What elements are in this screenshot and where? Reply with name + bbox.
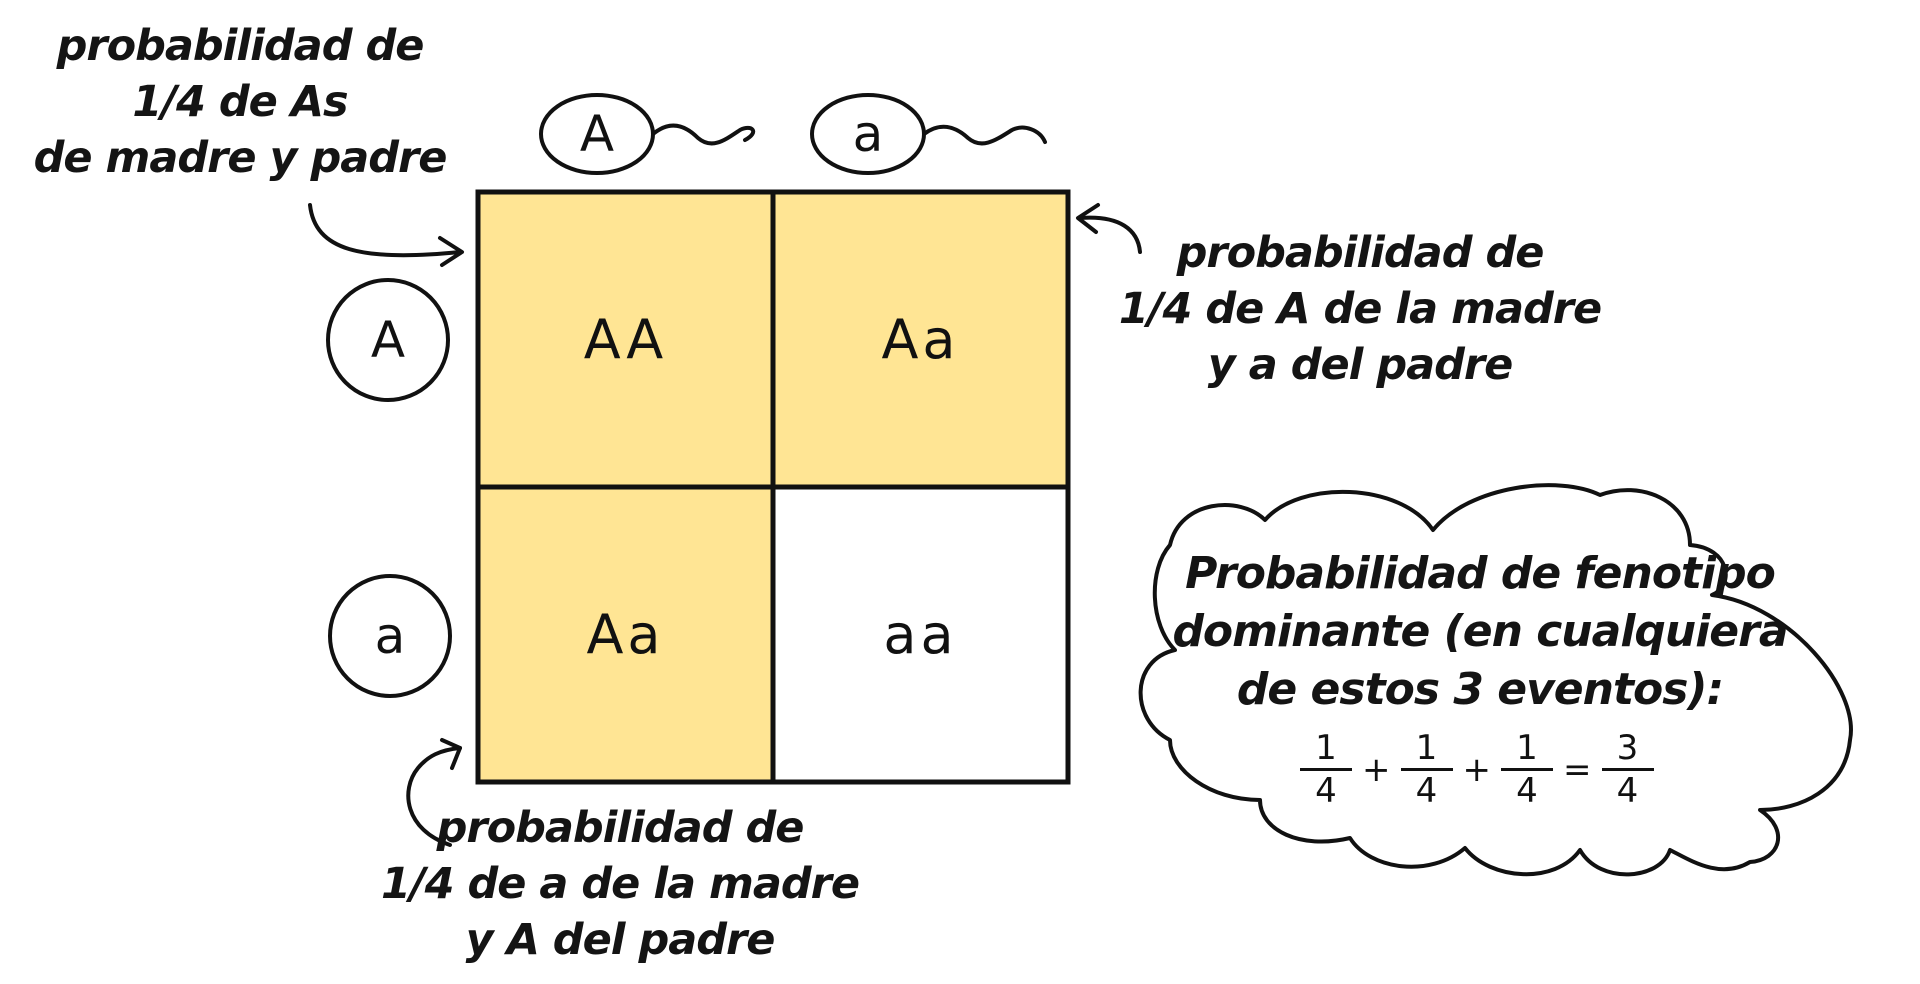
- punnett-cell-1-1: AA: [478, 192, 773, 487]
- annotation-bottom-left: probabilidad de 1/4 de a de la madre y A…: [370, 800, 870, 968]
- column-allele-1: A: [557, 94, 637, 174]
- sperm-tail-A-icon: [651, 123, 756, 146]
- probability-equation: 1 4 + 1 4 + 1 4 = 3 4: [1300, 730, 1654, 809]
- arrow-top-right-head-icon: [1076, 203, 1100, 234]
- denominator: 4: [1415, 771, 1438, 811]
- annotation-line: y A del padre: [465, 915, 776, 965]
- genotype-label: Aa: [881, 308, 960, 371]
- cell-bg-Aa-top: [773, 192, 1068, 487]
- cell-bg-Aa-bottom: [478, 487, 773, 782]
- row-allele-2: a: [350, 596, 430, 676]
- arrow-top-left-icon: [308, 203, 462, 258]
- annotation-line: probabilidad de: [1176, 228, 1545, 278]
- cell-bg-AA: [478, 192, 773, 487]
- fraction-bar: [1601, 768, 1654, 771]
- equals-sign: =: [1563, 749, 1592, 790]
- thought-cloud-shape: [1138, 483, 1853, 877]
- denominator: 4: [1315, 771, 1337, 811]
- fraction-bar: [1501, 768, 1553, 771]
- annotation-top-left: probabilidad de 1/4 de As de madre y pad…: [20, 18, 460, 186]
- cloud-line: Probabilidad de fenotipo: [1185, 548, 1776, 599]
- plus-sign: +: [1362, 749, 1391, 790]
- annotation-line: probabilidad de: [436, 803, 805, 853]
- cloud-line: de estos 3 eventos):: [1236, 664, 1724, 715]
- annotation-top-right: probabilidad de 1/4 de A de la madre y a…: [1110, 225, 1610, 393]
- numerator: 3: [1616, 728, 1639, 768]
- sperm-tail-a-icon: [922, 124, 1047, 146]
- arrow-top-left-head-icon: [438, 236, 464, 267]
- fraction-bar: [1400, 768, 1453, 771]
- egg-a-icon: [328, 574, 452, 698]
- genotype-label: AA: [583, 308, 668, 371]
- fraction-term-2: 1 4: [1400, 728, 1453, 811]
- genotype-label: aa: [883, 603, 958, 666]
- row-allele-1: A: [348, 300, 428, 380]
- annotation-line: probabilidad de: [56, 21, 425, 71]
- annotation-line: 1/4 de As: [132, 77, 348, 127]
- row-allele-1-label: A: [370, 311, 406, 369]
- row-allele-2-label: a: [374, 607, 406, 665]
- numerator: 1: [1516, 728, 1538, 768]
- denominator: 4: [1616, 771, 1639, 811]
- fraction-term-1: 1 4: [1300, 730, 1352, 809]
- arrow-bottom-left-head-icon: [440, 738, 462, 770]
- arrow-bottom-left-icon: [406, 746, 462, 847]
- fraction-result: 3 4: [1601, 728, 1654, 811]
- cloud-line: dominante (en cualquiera: [1172, 606, 1788, 657]
- numerator: 1: [1315, 728, 1337, 768]
- fraction-term-3: 1 4: [1501, 730, 1553, 809]
- column-allele-2-label: a: [852, 105, 884, 163]
- annotation-line: y a del padre: [1207, 340, 1514, 390]
- punnett-cell-1-2: Aa: [773, 192, 1068, 487]
- annotation-line: 1/4 de A de la madre: [1118, 284, 1602, 334]
- cell-bg-aa: [773, 487, 1068, 782]
- cloud-text: Probabilidad de fenotipo dominante (en c…: [1170, 545, 1790, 719]
- genotype-label: Aa: [586, 603, 665, 666]
- plus-sign: +: [1462, 749, 1492, 790]
- annotation-line: 1/4 de a de la madre: [380, 859, 860, 909]
- fraction-bar: [1300, 768, 1352, 771]
- column-allele-1-label: A: [579, 105, 615, 163]
- column-allele-2: a: [828, 94, 908, 174]
- arrow-top-right-icon: [1078, 215, 1142, 254]
- annotation-line: de madre y padre: [33, 133, 448, 183]
- punnett-cell-2-1: Aa: [478, 487, 773, 782]
- numerator: 1: [1415, 728, 1438, 768]
- denominator: 4: [1516, 771, 1538, 811]
- punnett-cell-2-2: aa: [773, 487, 1068, 782]
- egg-A-icon: [326, 278, 450, 402]
